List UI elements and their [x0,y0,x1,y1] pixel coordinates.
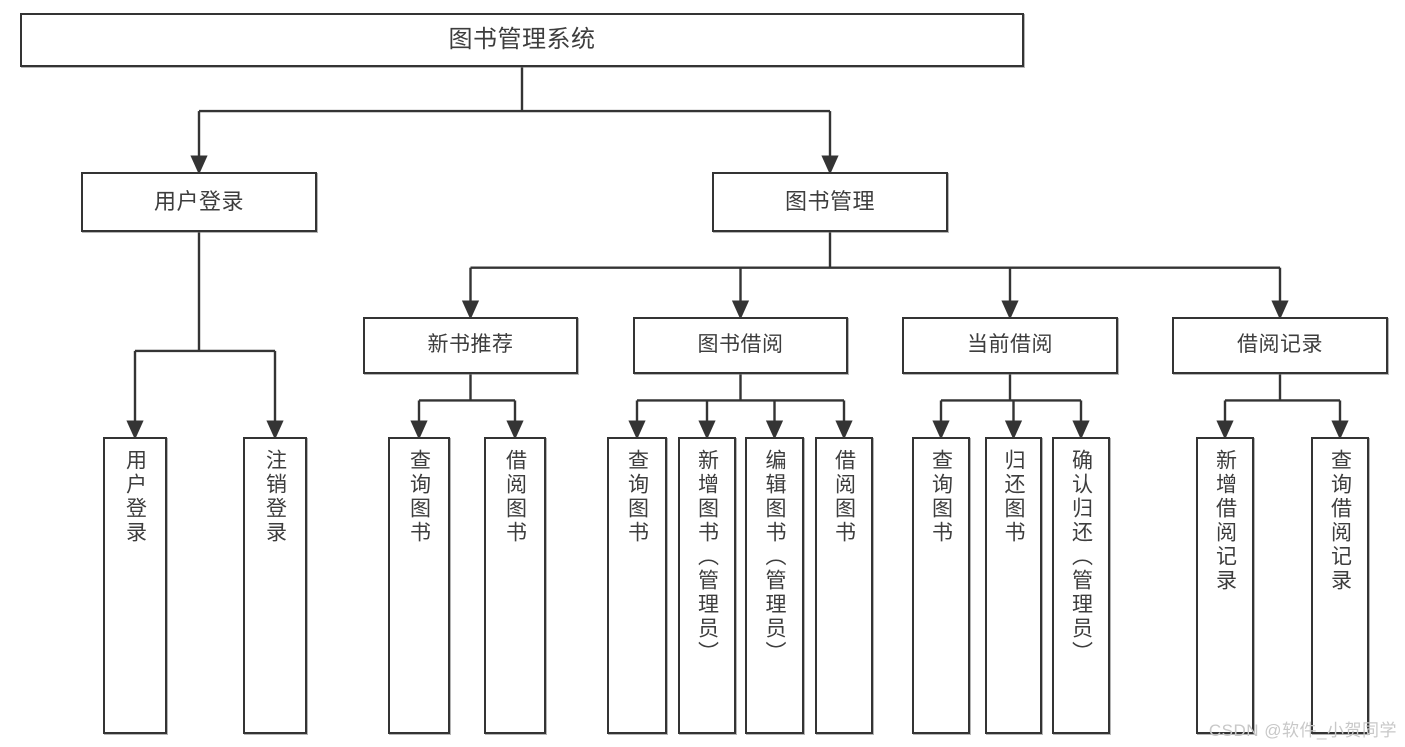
node-label-leaf-user-login: 用户登录 [123,449,147,545]
node-leaf-query-book-1[interactable]: 查询图书 [388,437,450,734]
node-label-leaf-edit-book: 编辑图书（管理员） [763,449,786,665]
node-label-book-borrow: 图书借阅 [697,333,784,357]
node-label-root: 图书管理系统 [448,25,596,53]
node-leaf-user-logout[interactable]: 注销登录 [243,437,307,734]
node-label-leaf-user-logout: 注销登录 [263,449,287,545]
node-leaf-borrow-book-1[interactable]: 借阅图书 [484,437,546,734]
node-leaf-borrow-book-2[interactable]: 借阅图书 [815,437,873,734]
node-current-borrow[interactable]: 当前借阅 [902,317,1118,374]
node-leaf-edit-book[interactable]: 编辑图书（管理员） [745,437,804,734]
node-label-user-login: 用户登录 [153,189,244,215]
node-borrow-record[interactable]: 借阅记录 [1172,317,1388,374]
node-label-leaf-borrow-book-1: 借阅图书 [503,449,527,545]
node-leaf-add-book[interactable]: 新增图书（管理员） [678,437,736,734]
node-book-borrow[interactable]: 图书借阅 [633,317,848,374]
node-label-borrow-record: 借阅记录 [1237,333,1323,357]
node-label-leaf-return-book: 归还图书 [1002,449,1025,545]
node-book-manage[interactable]: 图书管理 [712,172,948,232]
node-leaf-user-login[interactable]: 用户登录 [103,437,167,734]
node-leaf-add-record[interactable]: 新增借阅记录 [1196,437,1254,734]
node-label-leaf-query-record: 查询借阅记录 [1328,449,1352,593]
node-label-leaf-confirm-ret: 确认归还（管理员） [1069,449,1093,665]
node-label-current-borrow: 当前借阅 [967,333,1053,357]
node-leaf-query-record[interactable]: 查询借阅记录 [1311,437,1369,734]
node-leaf-confirm-ret[interactable]: 确认归还（管理员） [1052,437,1110,734]
node-leaf-query-book-3[interactable]: 查询图书 [912,437,970,734]
node-root[interactable]: 图书管理系统 [20,13,1024,67]
node-label-book-manage: 图书管理 [784,189,875,215]
node-leaf-return-book[interactable]: 归还图书 [985,437,1042,734]
node-label-leaf-add-book: 新增图书（管理员） [695,449,719,665]
node-label-new-book-rec: 新书推荐 [427,333,514,357]
node-leaf-query-book-2[interactable]: 查询图书 [607,437,667,734]
node-user-login[interactable]: 用户登录 [81,172,317,232]
node-label-leaf-borrow-book-2: 借阅图书 [832,449,856,545]
node-label-leaf-query-book-2: 查询图书 [625,449,649,545]
node-new-book-rec[interactable]: 新书推荐 [363,317,578,374]
node-label-leaf-add-record: 新增借阅记录 [1213,449,1237,593]
node-label-leaf-query-book-1: 查询图书 [407,449,431,545]
node-label-leaf-query-book-3: 查询图书 [929,449,953,545]
